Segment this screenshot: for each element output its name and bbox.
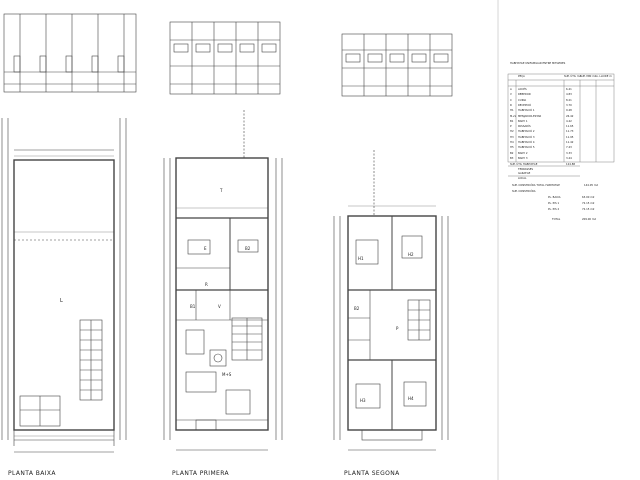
table-cell: BANY 1 [518,119,528,123]
pl-baixa-value: 63.00 m2 [582,196,595,199]
area-table-frame [507,73,615,177]
pl-1-value: 72.15 m2 [582,202,595,205]
facade-strip-segona [341,33,453,97]
table-cell: HABITACIÓ 4 [518,141,535,144]
room-label-r: R [205,282,208,287]
pl-2-label: PL. PIS 2 [548,208,560,211]
table-cell: B2 [510,151,514,155]
pl-baixa-label: PL. BAIXA [548,196,561,199]
planta-segona-label: PLANTA SEGONA [344,470,400,477]
table-cell: RECEPCIÓ [518,103,532,107]
table-cell: 6.41 [566,88,572,91]
table-title: HABITATGE UNIFAMILIAR ENTRE MITGERES [510,62,566,65]
sup-construida2: SUP. CONSTRUÏDA [512,190,536,193]
table-cell: 11.42 [566,141,574,144]
table-cell: M+S [510,114,517,118]
table-cell: BANY 2 [518,151,528,155]
table-cell: REBEDOR [518,93,531,97]
local-label: LOCAL [518,177,527,180]
table-cell: 3.70 [566,103,572,107]
table-cell: 4.42 [566,119,572,123]
col-header-0: PEÇA [518,75,525,78]
table-cell: PASSADÍS [518,125,531,129]
sup-construida-value: 144.05 m2 [584,184,599,187]
table-cell: ACCÉS [518,88,527,91]
table-cell: B1 [510,119,514,123]
room-label-p: P [396,326,399,331]
table-cell: 11.73 [566,130,574,134]
pl-1-label: PL. PIS 1 [548,202,560,205]
room-label-v: V [218,304,221,309]
room-label-b1: B1 [190,304,196,309]
plan-baixa [1,118,127,453]
terrasses-label: TERRASSES [518,168,534,171]
room-label-e2: B2 [245,246,251,251]
table-cell: H1 [510,109,514,113]
table-cell: CUINA [518,98,527,102]
room-label-h4: H4 [408,396,414,401]
table-cell: A [510,88,512,91]
col-header-1: SUP. ÚTIL m2 [564,75,582,78]
table-cell: B3 [510,156,514,160]
col-header-3: A. LLIURE m [596,75,612,78]
table-cell: HABITACIÓ 3 [518,135,535,139]
total-label: TOTAL [552,218,561,221]
plan-primera [163,110,283,451]
table-cell: 26.42 [566,114,574,118]
sup-construida-label: SUP. CONSTRUÏDA TOTAL HABITATGE [512,184,560,187]
table-cell: 8.21 [566,98,572,102]
room-label-h2: H2 [408,252,414,257]
facade-strip-primera [169,21,281,95]
garatge-label: GARATGE [518,172,531,175]
room-label-b-upper: B2 [354,306,360,311]
table-cell: 3.33 [566,151,572,155]
table-cell: 7.43 [566,146,572,150]
table-cell: V [510,93,512,97]
col-header-2: SUP. MIN m2 [580,75,597,78]
table-cell: MENJADOR-ESTAR [518,114,542,118]
table-cell: HABITACIÓ 1 [518,109,535,113]
room-label-e: E [204,246,207,251]
table-cell: H4 [510,141,514,144]
planta-baixa-label: PLANTA BAIXA [8,470,56,477]
table-cell: 11.65 [566,125,574,129]
facade-strip-baixa [3,13,137,93]
room-label-h3: H3 [360,398,366,403]
table-cell: BANY 3 [518,156,528,160]
sup-util-label: SUP. ÚTIL HABITATGE [510,163,538,166]
room-label-ms: M+S [222,372,232,377]
table-cell: H2 [510,130,514,134]
table-cell: HABITACIÓ 2 [518,130,535,134]
table-cell: HABITACIÓ 5 [518,146,535,150]
table-cell: 11.95 [566,135,574,139]
table-cell: 9.48 [566,109,572,113]
table-cell: H5 [510,146,514,150]
sup-util-value: 124.88 [566,163,576,166]
planta-primera-label: PLANTA PRIMERA [172,470,230,477]
table-cell: H3 [510,135,514,139]
pl-2-value: 72.15 m2 [582,208,595,211]
table-cell: 4.83 [566,93,572,97]
room-label-h1: H1 [358,256,364,261]
plan-segona [333,150,449,451]
table-cell: 3.44 [566,156,572,160]
room-label-l: L [60,298,63,304]
table-cell: P [510,125,512,129]
table-cell: R [510,103,512,107]
room-label-t: T [220,188,223,193]
total-value: 209.00 m2 [582,218,597,221]
table-cell: C [510,98,512,102]
